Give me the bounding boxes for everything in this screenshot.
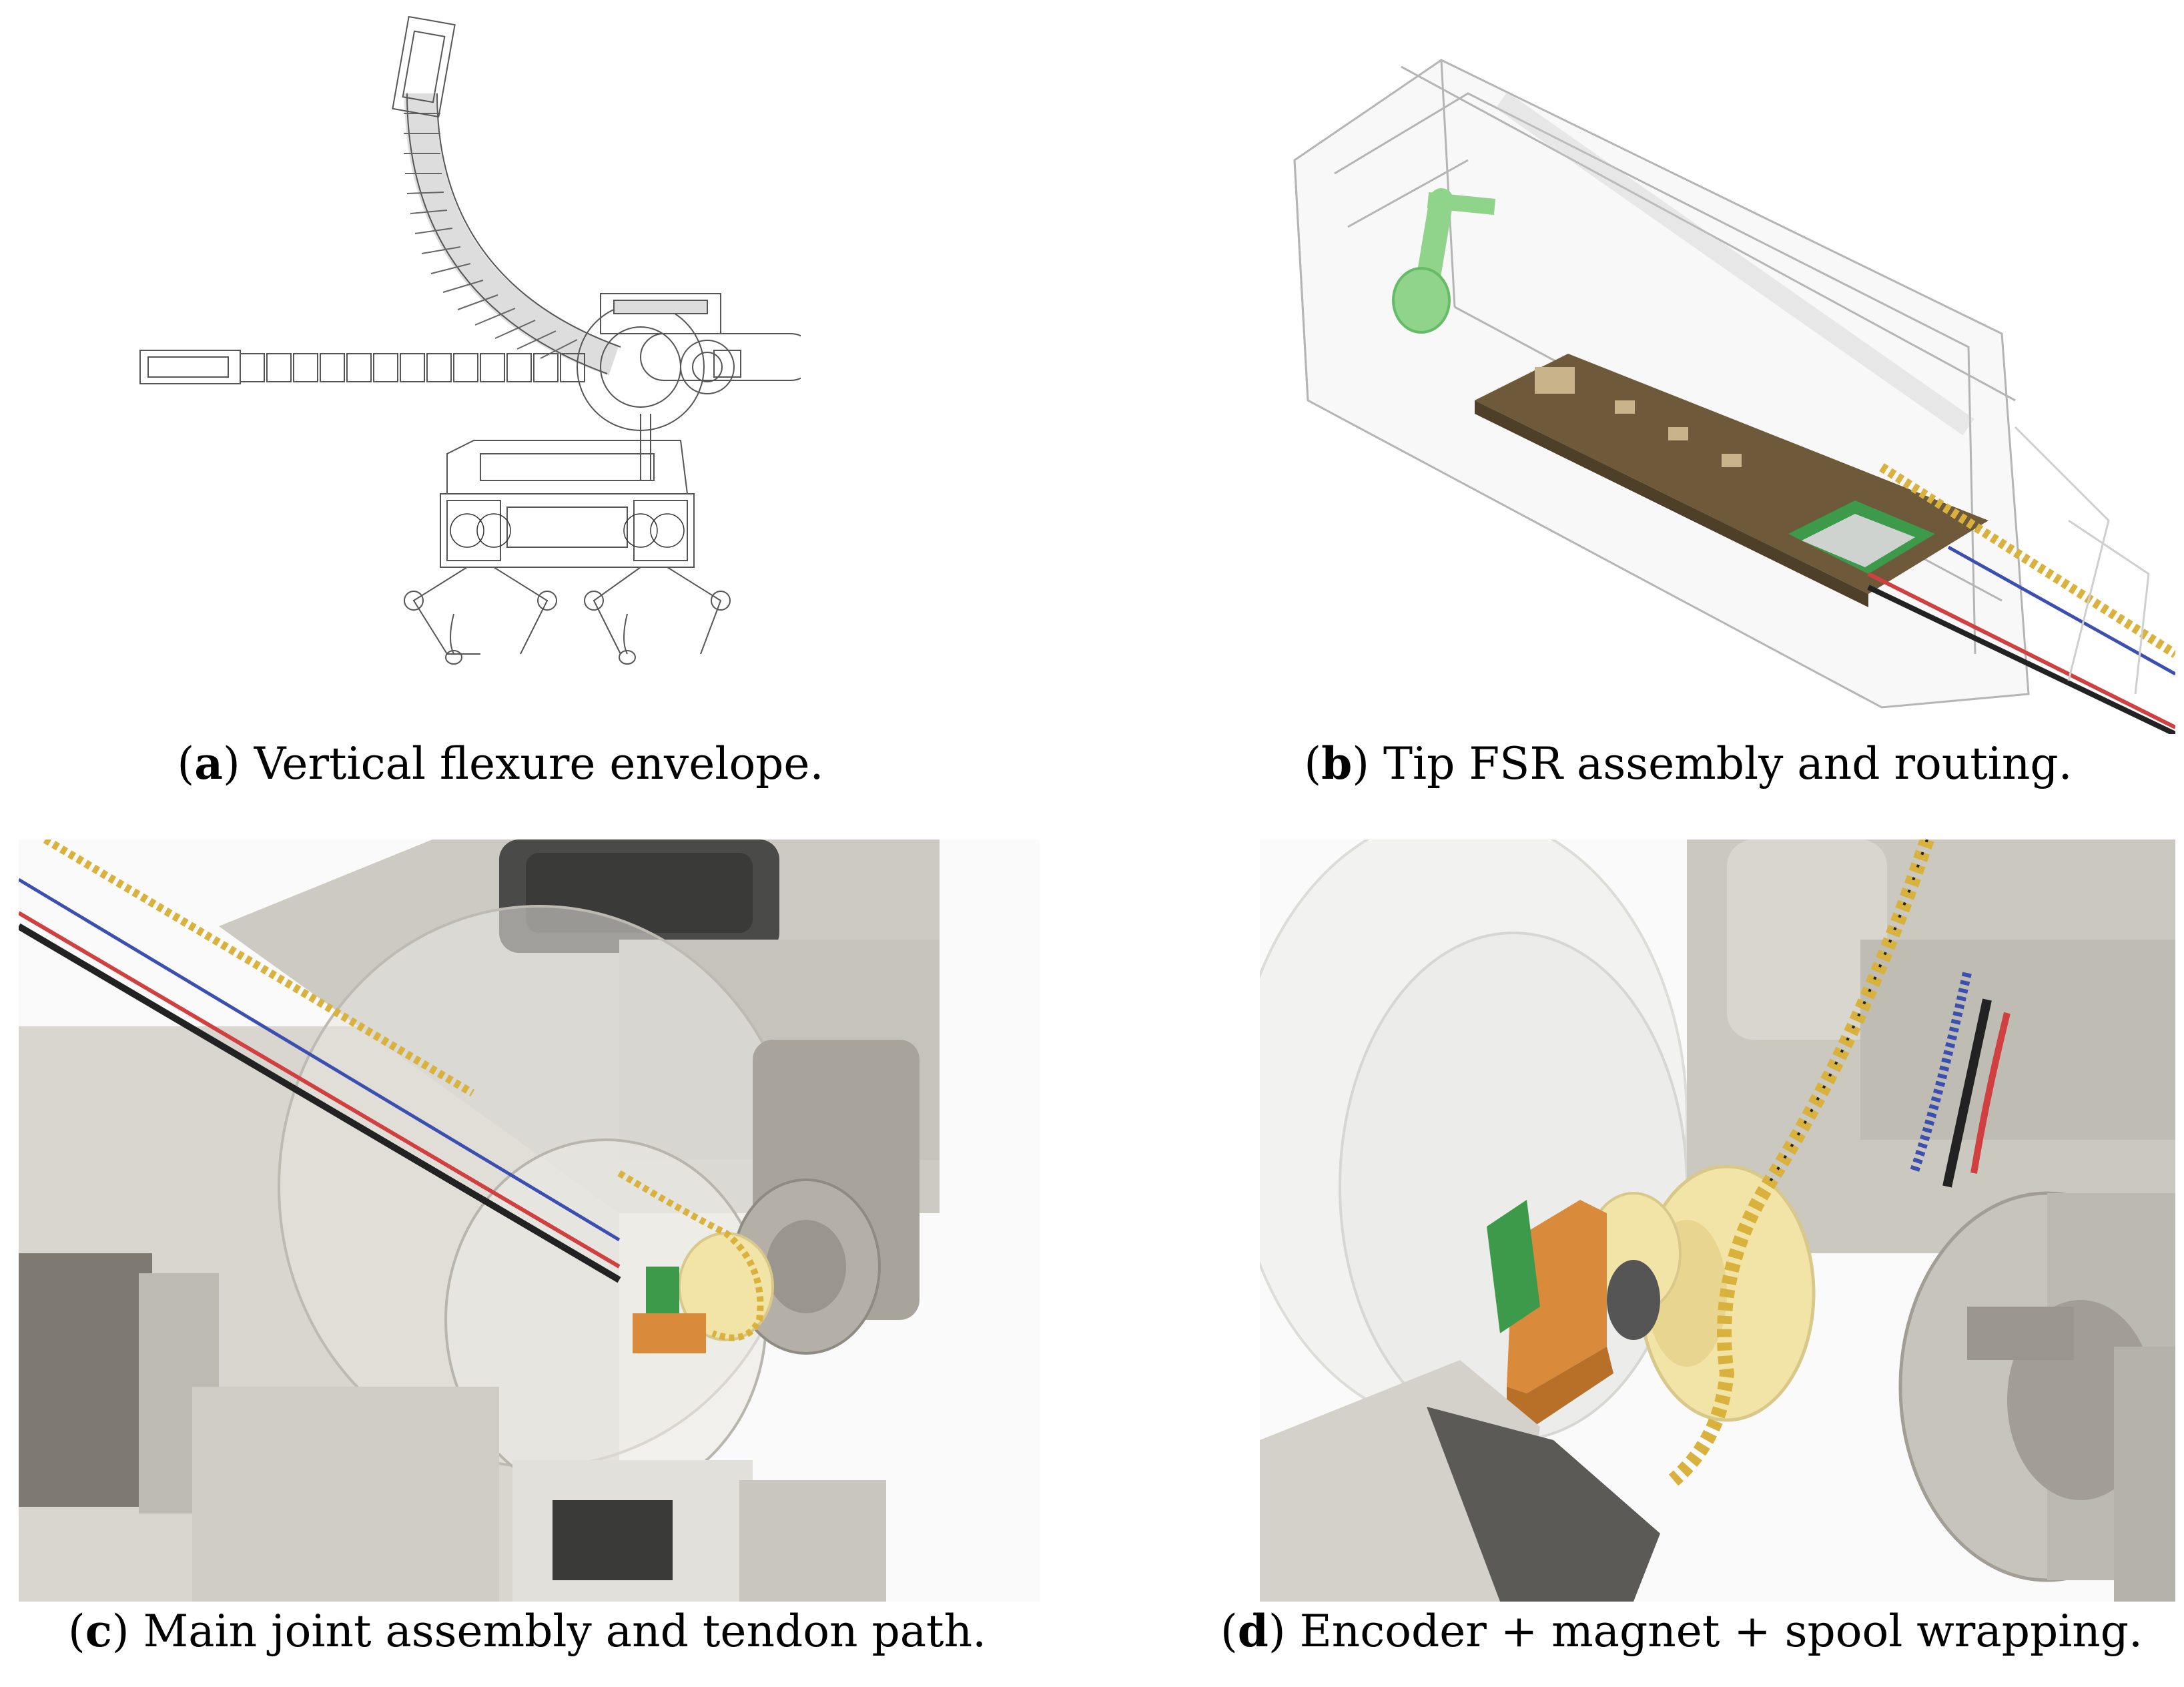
caption-b: (b) Tip FSR assembly and routing. (1304, 737, 2073, 789)
caption-d: (d) Encoder + magnet + spool wrapping. (1220, 1605, 2143, 1657)
caption-d-text: Encoder + magnet + spool wrapping. (1299, 1606, 2143, 1657)
caption-b-text: Tip FSR assembly and routing. (1383, 738, 2073, 789)
panel-b-image (1268, 53, 2175, 734)
caption-c: (c) Main joint assembly and tendon path. (67, 1605, 987, 1657)
caption-a-text: Vertical flexure envelope. (254, 738, 824, 789)
caption-c-text: Main joint assembly and tendon path. (143, 1606, 987, 1657)
panel-a-image (133, 13, 801, 667)
panel-c-image (19, 839, 1040, 1602)
caption-b-label: b (1321, 737, 1353, 789)
panel-d-image (1260, 839, 2175, 1602)
caption-a-label: a (194, 737, 224, 789)
caption-c-label: c (85, 1605, 112, 1657)
caption-d-label: d (1237, 1605, 1268, 1657)
caption-a: (a) Vertical flexure envelope. (177, 737, 824, 789)
